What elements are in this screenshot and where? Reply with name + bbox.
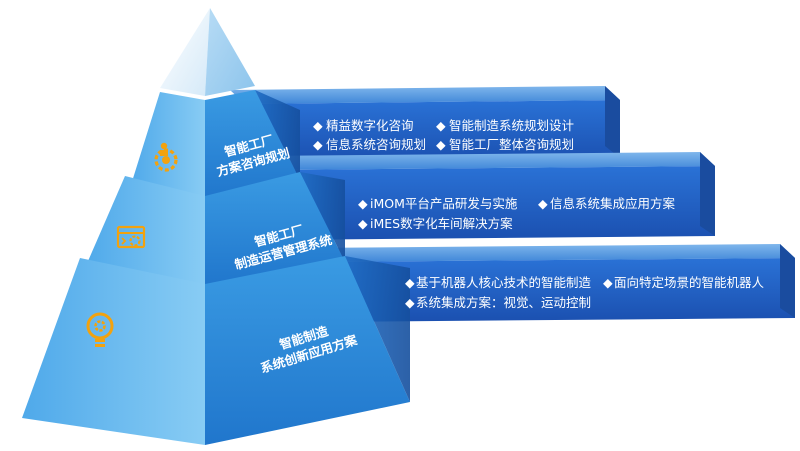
tier-2-bar <box>255 152 715 240</box>
tier-1-item-1: 智能制造系统规划设计 <box>449 118 574 133</box>
tier-1-bar <box>230 86 620 162</box>
tier-1-item-0: 精益数字化咨询 <box>326 118 414 133</box>
tier-1-bullet-1: ◆ <box>436 118 446 133</box>
pyramid-tier-2 <box>85 172 345 286</box>
tier-2-item-2: iMES数字化车间解决方案 <box>370 216 513 231</box>
tier-2-items: ◆ iMOM平台产品研发与实施 ◆ 信息系统集成应用方案 ◆ iMES数字化车间… <box>358 196 676 231</box>
pyramid-tier-3 <box>22 256 410 445</box>
tier-1-bullet-3: ◆ <box>436 137 446 152</box>
tier-3-item-1: 面向特定场景的智能机器人 <box>614 275 765 290</box>
browser-gear-icon <box>116 225 146 249</box>
tier-3-bullet-1: ◆ <box>603 275 613 290</box>
tier-3-item-0: 基于机器人核心技术的智能制造 <box>416 275 592 290</box>
tier-3-item-2: 系统集成方案：视觉、运动控制 <box>416 295 591 310</box>
tier-2-item-0: iMOM平台产品研发与实施 <box>370 196 518 211</box>
tier-1-item-2: 信息系统咨询规划 <box>326 137 426 152</box>
tier-3-bar <box>300 244 795 322</box>
tier-2-bullet-2: ◆ <box>358 216 368 231</box>
tier-2-bullet-1: ◆ <box>538 196 548 211</box>
tier-3-items: ◆ 基于机器人核心技术的智能制造 ◆ 面向特定场景的智能机器人 ◆ 系统集成方案… <box>405 275 765 310</box>
tier-1-bullet-0: ◆ <box>313 118 323 133</box>
tier-3-bullet-0: ◆ <box>405 275 415 290</box>
tier-1-items: ◆ 精益数字化咨询 ◆ 智能制造系统规划设计 ◆ 信息系统咨询规划 ◆ 智能工厂… <box>313 118 574 152</box>
tier-2-bullet-0: ◆ <box>358 196 368 211</box>
lightbulb-gear-icon <box>86 312 114 347</box>
tier-1-item-3: 智能工厂整体咨询规划 <box>449 137 574 152</box>
gear-person-icon <box>154 142 178 172</box>
tier-2-item-1: 信息系统集成应用方案 <box>550 196 676 211</box>
tier-1-bullet-2: ◆ <box>313 137 323 152</box>
pyramid-cap <box>160 8 255 96</box>
tier-3-bullet-2: ◆ <box>405 295 415 310</box>
pyramid-tier-1 <box>130 90 300 200</box>
